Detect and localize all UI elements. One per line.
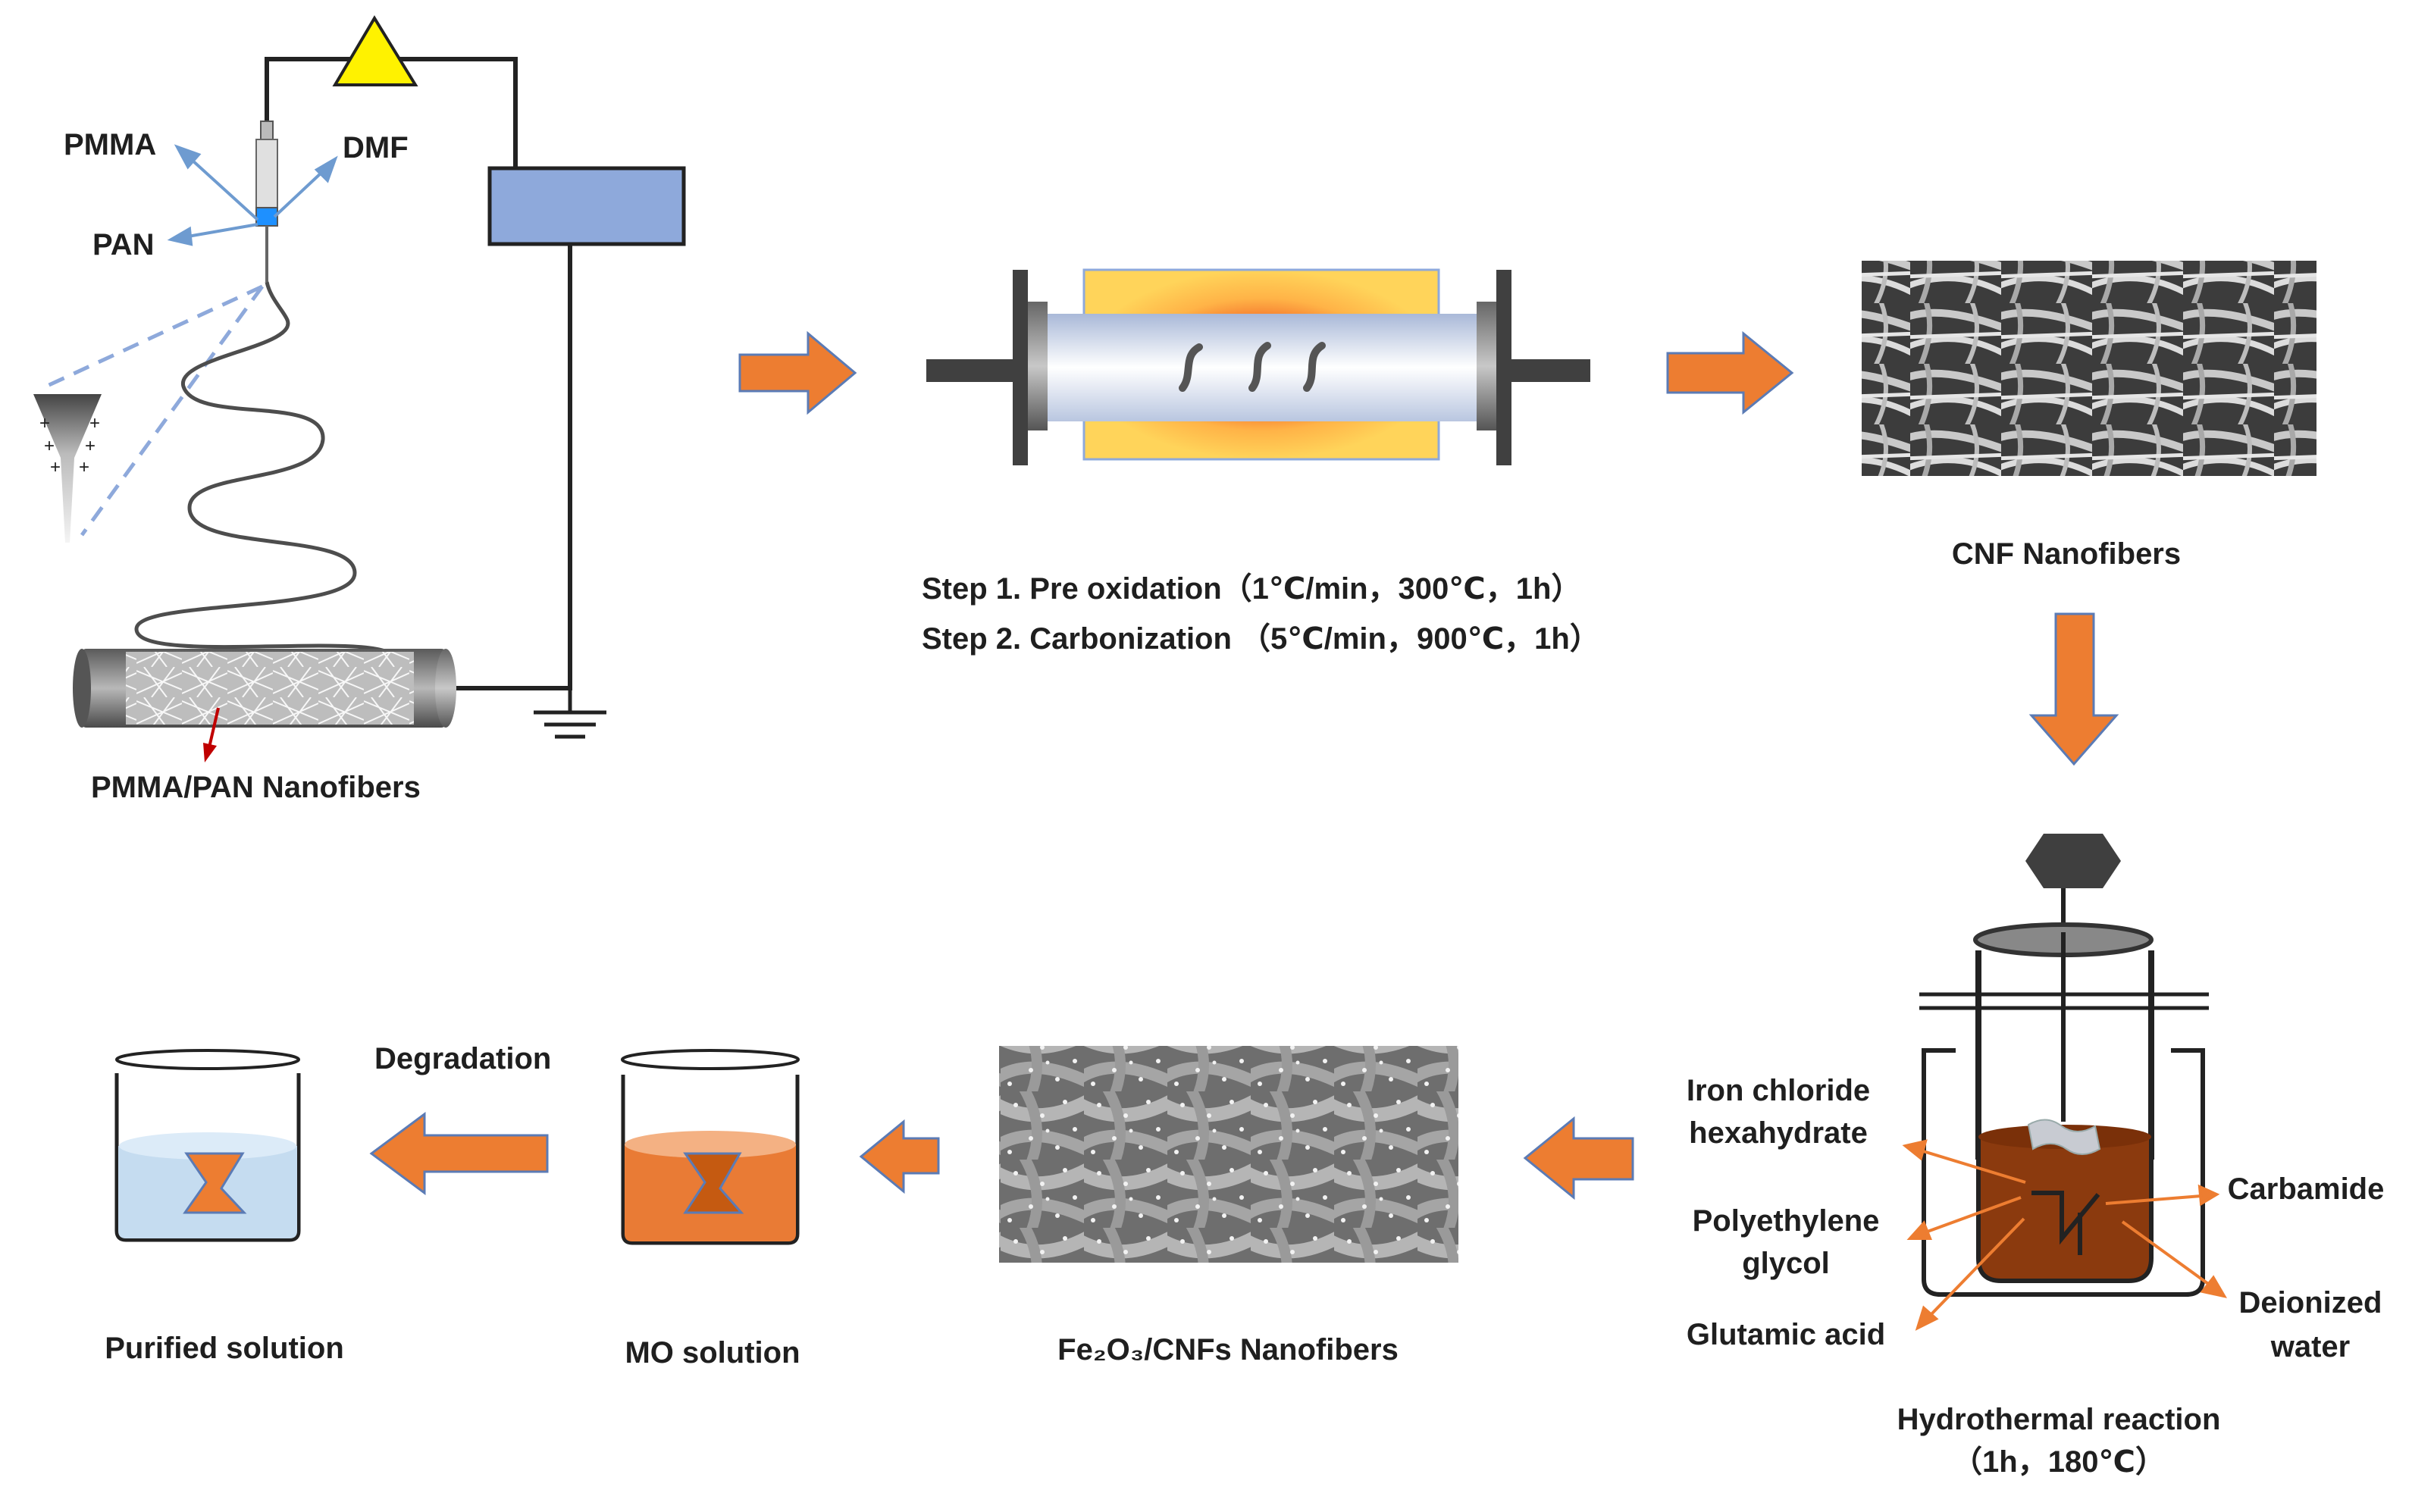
mo-solution-label: MO solution bbox=[625, 1336, 800, 1370]
syringe-icon bbox=[255, 121, 278, 282]
iron-chloride-label-1: Iron chloride bbox=[1687, 1074, 1870, 1107]
arrow-to-cnf bbox=[1666, 330, 1794, 415]
deionized-label-2: water bbox=[2270, 1330, 2351, 1363]
step2-label: Step 2. Carbonization （5℃/min，900℃，1h） bbox=[922, 622, 1600, 656]
reagent-pointer-arrows bbox=[1902, 1139, 2228, 1331]
component-pointer-arrows bbox=[167, 144, 338, 246]
dmf-label: DMF bbox=[343, 131, 409, 164]
degradation-label: Degradation bbox=[374, 1042, 551, 1075]
pmma-label: PMMA bbox=[64, 128, 156, 161]
circuit-wire bbox=[265, 57, 572, 690]
tube-furnace bbox=[926, 268, 1590, 465]
svg-text:+: + bbox=[85, 436, 96, 456]
process-arrows bbox=[369, 330, 2119, 1201]
carbamide-label: Carbamide bbox=[2228, 1172, 2385, 1206]
purified-solution-label: Purified solution bbox=[105, 1332, 344, 1365]
arrow-to-furnace bbox=[738, 330, 857, 415]
hydrothermal-title: Hydrothermal reaction bbox=[1897, 1403, 2221, 1436]
arrow-to-mo bbox=[859, 1119, 940, 1194]
whipping-jet-spiral bbox=[134, 281, 396, 693]
jet-cone-lines bbox=[41, 284, 265, 537]
power-supply-box bbox=[487, 166, 686, 246]
pmma-pan-nanofibers-label: PMMA/PAN Nanofibers bbox=[91, 771, 421, 804]
hydrothermal-autoclave bbox=[1919, 834, 2209, 1297]
peg-label-1: Polyethylene bbox=[1693, 1204, 1880, 1238]
taylor-cone-icon: + + + + + + bbox=[33, 394, 102, 543]
pan-label: PAN bbox=[92, 228, 154, 261]
collector-drum bbox=[73, 649, 456, 728]
mo-beaker bbox=[621, 1049, 800, 1245]
arrow-to-composite bbox=[1523, 1116, 1634, 1201]
composite-sem-image bbox=[999, 1046, 1458, 1263]
arrow-to-purified bbox=[369, 1112, 549, 1195]
svg-text:+: + bbox=[89, 413, 100, 434]
mo-fiber-sample-icon bbox=[683, 1152, 744, 1214]
arrow-to-autoclave bbox=[2028, 612, 2119, 766]
deionized-label-1: Deionized bbox=[2239, 1286, 2382, 1319]
fe2o3-cnf-label: Fe₂O₃/CNFs Nanofibers bbox=[1057, 1333, 1399, 1366]
cnf-nanofibers-label: CNF Nanofibers bbox=[1952, 537, 2181, 571]
purified-fiber-sample-icon bbox=[183, 1152, 247, 1214]
iron-chloride-label-2: hexahydrate bbox=[1689, 1116, 1868, 1150]
fiber-pointer-arrow bbox=[203, 707, 220, 762]
ground-icon bbox=[534, 688, 606, 739]
svg-text:+: + bbox=[44, 436, 55, 456]
amplifier-triangle-icon bbox=[332, 15, 418, 86]
autoclave-nut-icon bbox=[2025, 834, 2121, 888]
fiber-sample-icon bbox=[2027, 1119, 2101, 1155]
glutamic-acid-label: Glutamic acid bbox=[1687, 1318, 1885, 1351]
peg-label-2: glycol bbox=[1742, 1247, 1830, 1280]
purified-beaker bbox=[114, 1049, 301, 1242]
svg-text:+: + bbox=[39, 413, 50, 434]
cnf-sem-image bbox=[1862, 261, 2316, 476]
hydrothermal-conditions: （1h，180℃） bbox=[1952, 1445, 2166, 1479]
fiber-samples-icon bbox=[1179, 342, 1326, 392]
svg-text:+: + bbox=[79, 457, 89, 477]
step1-label: Step 1. Pre oxidation（1℃/min，300℃，1h） bbox=[922, 572, 1581, 606]
svg-text:+: + bbox=[50, 457, 61, 477]
electrospinning-setup: PMMA DMF PAN + + + + + + bbox=[33, 15, 686, 804]
